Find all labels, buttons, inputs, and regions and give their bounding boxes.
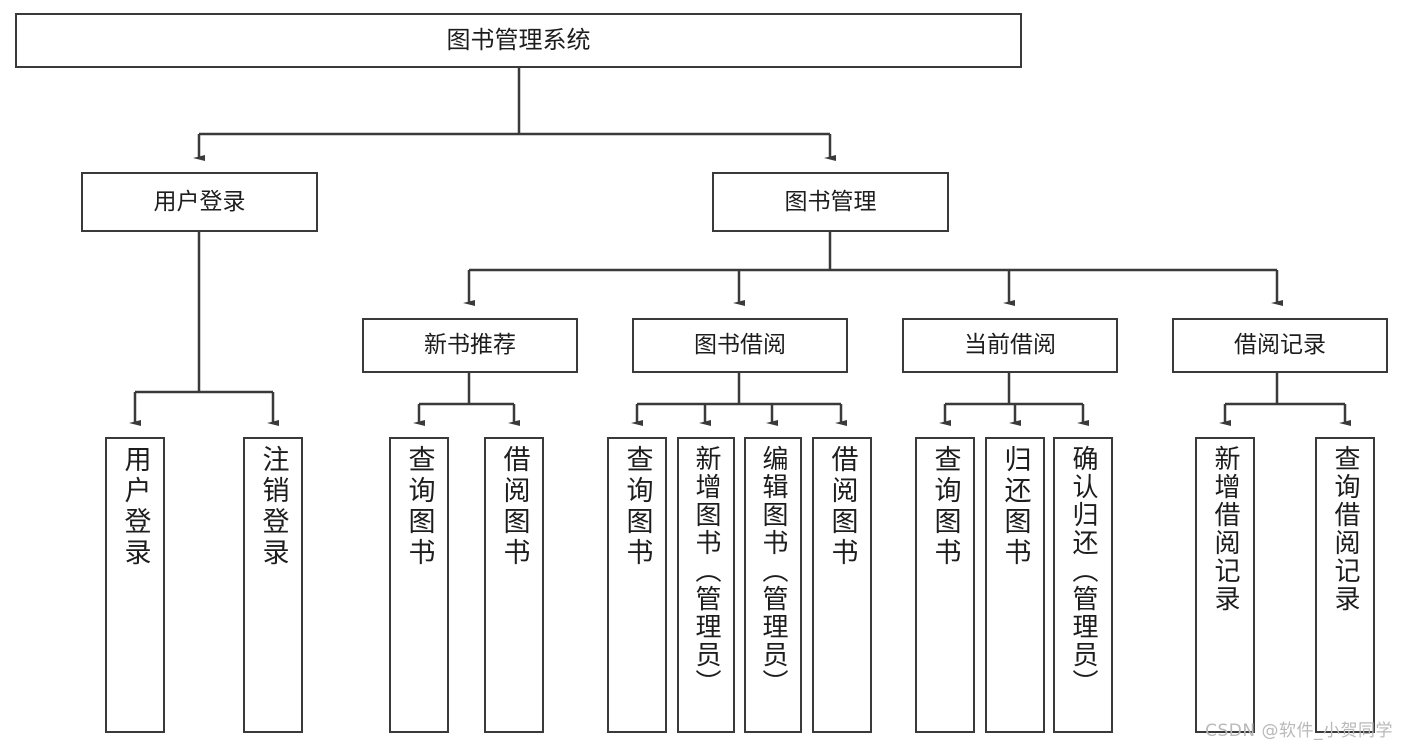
leaf-query-book-current[interactable]: 查询图书 — [915, 437, 975, 733]
node-label: 查询图书 — [403, 445, 435, 569]
node-label: 借阅记录 — [1234, 332, 1326, 359]
node-label: 注销登录 — [257, 445, 289, 569]
node-new-book-recommend[interactable]: 新书推荐 — [362, 318, 578, 373]
leaf-add-borrow-record[interactable]: 新增借阅记录 — [1195, 437, 1255, 733]
leaf-confirm-return-admin[interactable]: 确认归还（管理员） — [1053, 437, 1113, 733]
node-label: 编辑图书（管理员） — [758, 445, 788, 697]
leaf-query-book-borrow[interactable]: 查询图书 — [607, 437, 667, 733]
node-label: 查询借阅记录 — [1330, 445, 1360, 613]
node-label: 当前借阅 — [964, 332, 1056, 359]
node-current-borrow[interactable]: 当前借阅 — [902, 318, 1118, 373]
leaf-logout[interactable]: 注销登录 — [243, 437, 303, 733]
node-label: 确认归还（管理员） — [1068, 445, 1098, 697]
node-root-library-system[interactable]: 图书管理系统 — [15, 13, 1022, 68]
leaf-user-login[interactable]: 用户登录 — [105, 437, 165, 733]
leaf-return-book[interactable]: 归还图书 — [985, 437, 1045, 733]
node-user-login[interactable]: 用户登录 — [81, 172, 318, 232]
node-label: 查询图书 — [929, 445, 961, 569]
leaf-borrow-book[interactable]: 借阅图书 — [812, 437, 872, 733]
csdn-watermark: CSDN @软件_小贺同学 — [1205, 721, 1393, 741]
node-label: 借阅图书 — [826, 445, 858, 569]
node-label: 归还图书 — [999, 445, 1031, 569]
node-book-borrow[interactable]: 图书借阅 — [632, 318, 848, 373]
leaf-query-book-recommend[interactable]: 查询图书 — [389, 437, 449, 733]
leaf-borrow-book-recommend[interactable]: 借阅图书 — [484, 437, 544, 733]
node-label: 新书推荐 — [424, 332, 516, 359]
node-label: 查询图书 — [621, 445, 653, 569]
node-label: 用户登录 — [153, 188, 246, 215]
node-borrow-record[interactable]: 借阅记录 — [1172, 318, 1388, 373]
leaf-edit-book-admin[interactable]: 编辑图书（管理员） — [744, 437, 802, 733]
node-book-management[interactable]: 图书管理 — [712, 172, 949, 232]
node-label: 用户登录 — [119, 445, 151, 569]
node-label: 图书管理 — [784, 188, 877, 215]
leaf-add-book-admin[interactable]: 新增图书（管理员） — [677, 437, 735, 733]
node-label: 图书借阅 — [694, 332, 786, 359]
leaf-query-borrow-record[interactable]: 查询借阅记录 — [1315, 437, 1375, 733]
node-label: 新增图书（管理员） — [691, 445, 721, 697]
node-label: 借阅图书 — [498, 445, 530, 569]
node-label: 图书管理系统 — [446, 25, 591, 54]
node-label: 新增借阅记录 — [1210, 445, 1240, 613]
